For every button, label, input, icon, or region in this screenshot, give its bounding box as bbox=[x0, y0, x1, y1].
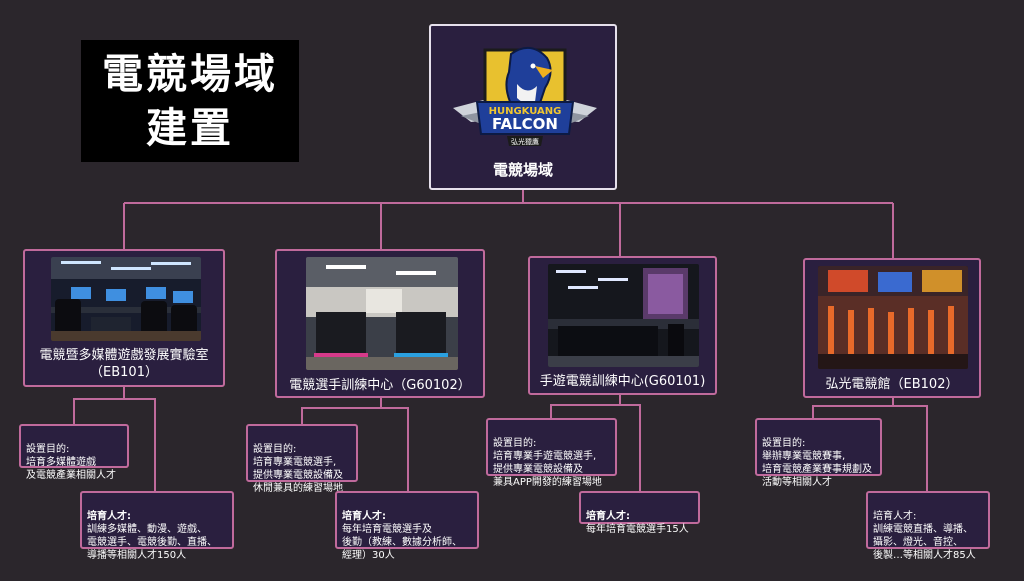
purpose-note: 設置目的: 培育專業手遊電競選手, 提供專業電競設備及 兼具APP開發的練習場地 bbox=[486, 418, 617, 488]
title-box: 電競場域 建置 bbox=[81, 40, 299, 162]
talent-text: 訓練多媒體、動漫、遊戲、 電競選手、電競後勤、直播、 導播等相關人才150人 bbox=[87, 524, 217, 561]
talent-text: 每年培育電競選手及 後勤（教練、數據分析師、 經理）30人 bbox=[342, 524, 462, 561]
talent-note: 培育人才: 訓練多媒體、動漫、遊戲、 電競選手、電競後勤、直播、 導播等相關人才1… bbox=[80, 491, 234, 561]
purpose-text: 培育多媒體遊戲 及電競產業相關人才 bbox=[26, 457, 116, 481]
photo-mobile-esports bbox=[548, 264, 699, 367]
purpose-text: 培育專業手遊電競選手, 提供專業電競設備及 兼具APP開發的練習場地 bbox=[493, 451, 602, 488]
purpose-text: 舉辦專業電競賽事, 培育電競產業賽事規劃及 活動等相關人才 bbox=[762, 451, 872, 488]
talent-title: 培育人才: bbox=[87, 511, 131, 522]
logo-subtext: 弘光獵鷹 bbox=[511, 137, 539, 146]
venue-eb102: 弘光電競館（EB102） bbox=[803, 258, 981, 398]
venue-name-line-2: （EB101） bbox=[90, 365, 158, 380]
venue-name: 電競暨多媒體遊戲發展實驗室 （EB101） bbox=[31, 347, 217, 381]
venue-name: 電競選手訓練中心（G60102） bbox=[283, 377, 477, 394]
purpose-title: 設置目的: bbox=[762, 438, 806, 449]
root-node: HUNGKUANG FALCON 弘光獵鷹 電競場域 bbox=[429, 24, 617, 190]
logo-text-2: FALCON bbox=[492, 115, 558, 133]
purpose-note: 設置目的: 培育多媒體遊戲 及電競產業相關人才 bbox=[19, 424, 129, 481]
talent-note: 培育人才: 每年培育電競選手15人 bbox=[579, 491, 700, 535]
purpose-text: 培育專業電競選手, 提供專業電競設備及 休閒兼具的練習場地 bbox=[253, 457, 343, 494]
venue-g60102: 電競選手訓練中心（G60102） bbox=[275, 249, 485, 398]
purpose-note: 設置目的: 舉辦專業電競賽事, 培育電競產業賽事規劃及 活動等相關人才 bbox=[755, 418, 882, 488]
photo-esports-arena bbox=[818, 266, 968, 369]
venue-name-line-1: 電競暨多媒體遊戲發展實驗室 bbox=[39, 348, 209, 363]
venue-name: 手遊電競訓練中心(G60101) bbox=[536, 373, 709, 390]
venue-name: 弘光電競館（EB102） bbox=[811, 376, 973, 393]
talent-text: 訓練電競直播、導播、 攝影、燈光、音控、 後製…等相關人才85人 bbox=[873, 524, 976, 561]
photo-gaming-lab bbox=[51, 257, 201, 341]
venue-name-line-1: 手遊電競訓練中心(G60101) bbox=[539, 374, 706, 389]
venue-name-line-1: 電競選手訓練中心（G60102） bbox=[289, 378, 471, 393]
talent-title: 培育人才: bbox=[586, 511, 630, 522]
falcon-logo: HUNGKUANG FALCON 弘光獵鷹 bbox=[453, 47, 597, 146]
logo-text-1: HUNGKUANG bbox=[489, 106, 562, 117]
talent-note: 培育人才: 每年培育電競選手及 後勤（教練、數據分析師、 經理）30人 bbox=[335, 491, 479, 561]
talent-title: 培育人才: bbox=[342, 511, 386, 522]
talent-title: 培育人才: bbox=[873, 511, 917, 522]
purpose-title: 設置目的: bbox=[26, 444, 70, 455]
root-label: 電競場域 bbox=[492, 161, 553, 179]
purpose-note: 設置目的: 培育專業電競選手, 提供專業電競設備及 休閒兼具的練習場地 bbox=[246, 424, 358, 494]
title-line-1: 電競場域 bbox=[102, 50, 278, 98]
talent-text: 每年培育電競選手15人 bbox=[586, 524, 689, 535]
venue-g60101: 手遊電競訓練中心(G60101) bbox=[528, 256, 717, 395]
talent-note: 培育人才: 訓練電競直播、導播、 攝影、燈光、音控、 後製…等相關人才85人 bbox=[866, 491, 990, 561]
purpose-title: 設置目的: bbox=[253, 444, 297, 455]
title-line-2: 建置 bbox=[146, 104, 234, 152]
photo-esports-training bbox=[306, 257, 458, 370]
venue-eb101: 電競暨多媒體遊戲發展實驗室 （EB101） bbox=[23, 249, 225, 387]
venue-name-line-1: 弘光電競館（EB102） bbox=[825, 377, 959, 392]
purpose-title: 設置目的: bbox=[493, 438, 537, 449]
